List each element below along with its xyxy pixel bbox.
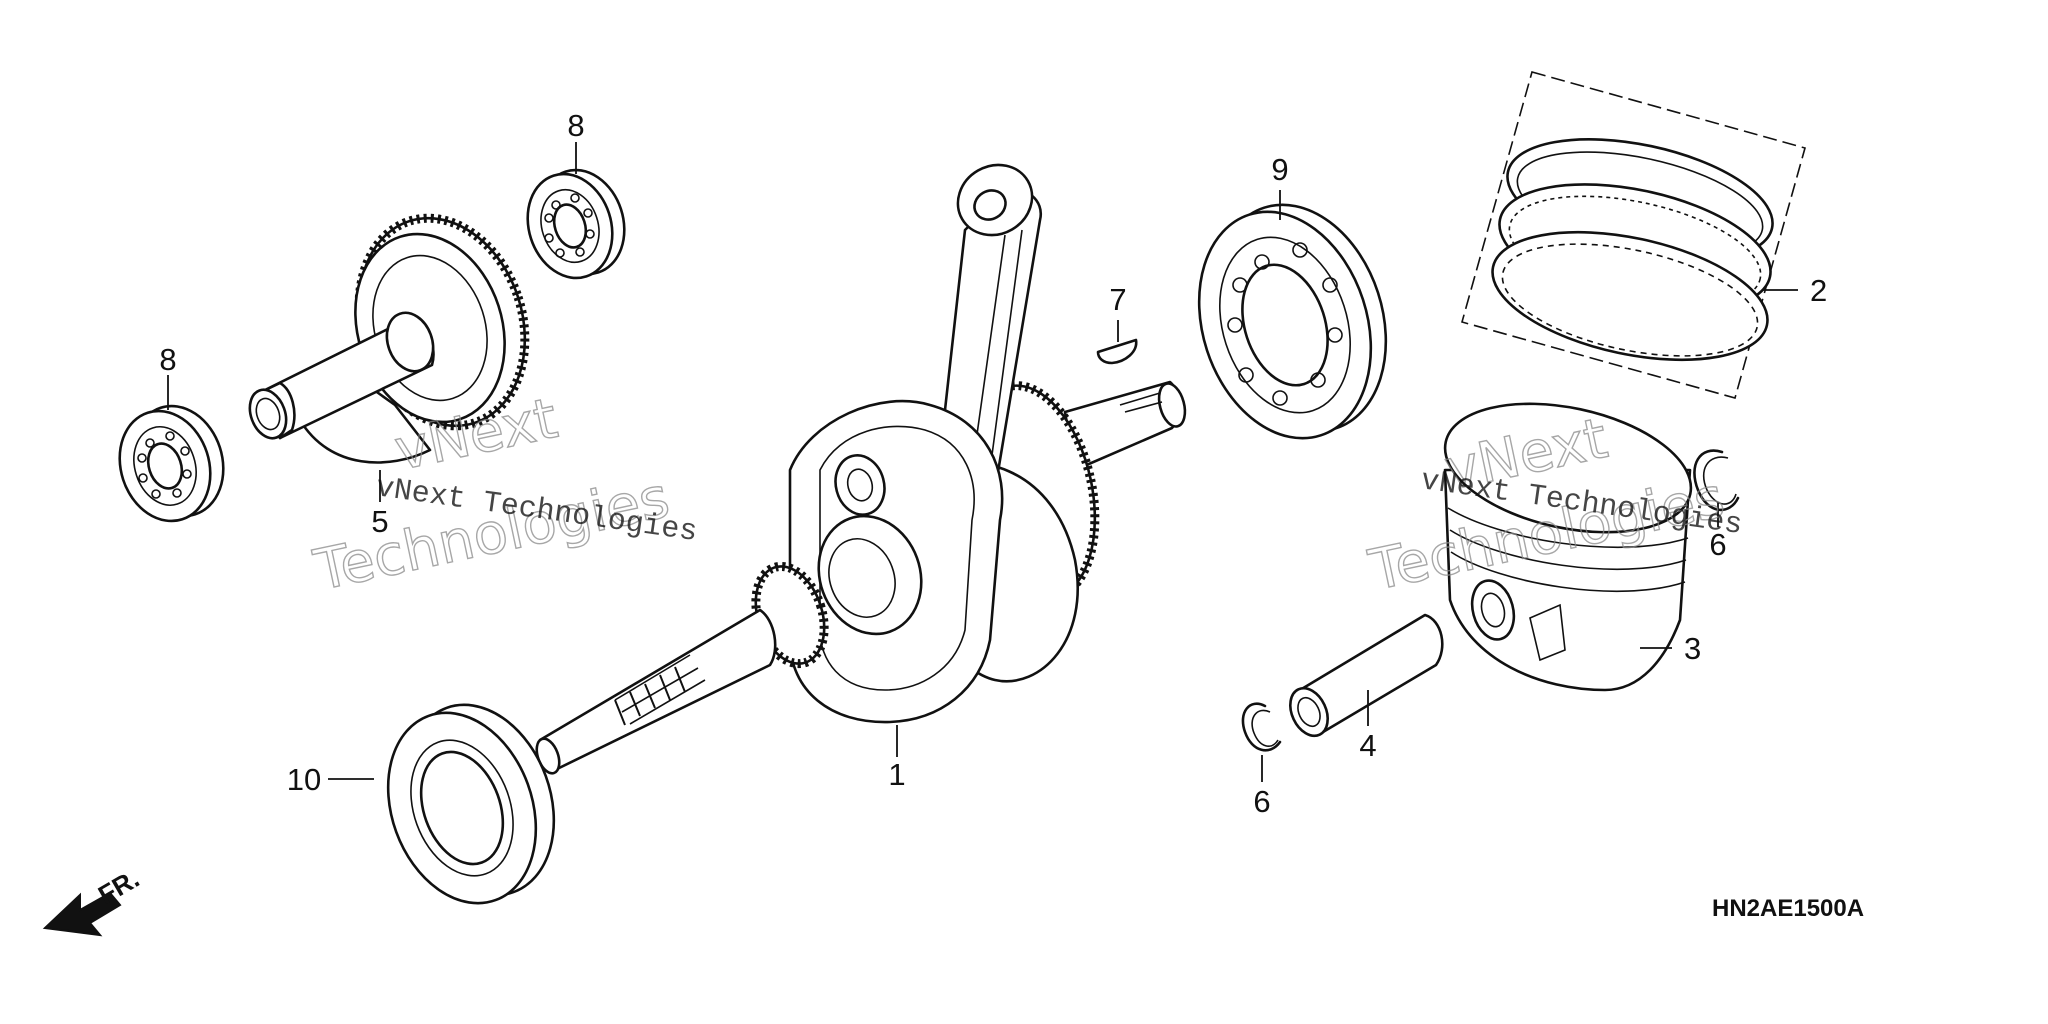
- clip-6-right[interactable]: [1693, 449, 1740, 512]
- callout-6-left: 6: [1253, 784, 1270, 819]
- callout-1: 1: [888, 757, 905, 792]
- callout-7: 7: [1109, 282, 1126, 317]
- bearing-10[interactable]: [363, 684, 580, 924]
- clip-6-left[interactable]: [1241, 702, 1282, 752]
- callout-8-left: 8: [159, 342, 176, 377]
- callout-6-right: 6: [1709, 527, 1726, 562]
- bearing-9[interactable]: [1171, 182, 1414, 460]
- piston-3[interactable]: [1433, 383, 1702, 692]
- callout-4: 4: [1359, 728, 1376, 763]
- callout-5: 5: [371, 504, 388, 539]
- bearing-8-left[interactable]: [106, 394, 237, 533]
- piston-pin-4[interactable]: [1283, 613, 1444, 742]
- piston-rings-2[interactable]: [1461, 71, 1806, 399]
- front-arrow-icon: [42, 891, 122, 937]
- front-arrow: FR.: [42, 863, 144, 937]
- callout-2: 2: [1810, 273, 1827, 308]
- leader-lines: [167, 142, 1798, 782]
- crankshaft-1[interactable]: [532, 152, 1189, 777]
- callout-numbers: 1 2 3 4 5 6 6 7 8 8 9 10: [159, 108, 1827, 819]
- bearing-8-upper[interactable]: [515, 159, 638, 289]
- callout-9: 9: [1271, 152, 1288, 187]
- diagram-code: HN2AE1500A: [1712, 895, 1864, 922]
- callout-8-upper: 8: [567, 108, 584, 143]
- callout-3: 3: [1684, 631, 1701, 666]
- balancer-shaft-5[interactable]: [243, 196, 550, 464]
- key-7[interactable]: [1096, 338, 1138, 365]
- callout-10: 10: [287, 762, 321, 797]
